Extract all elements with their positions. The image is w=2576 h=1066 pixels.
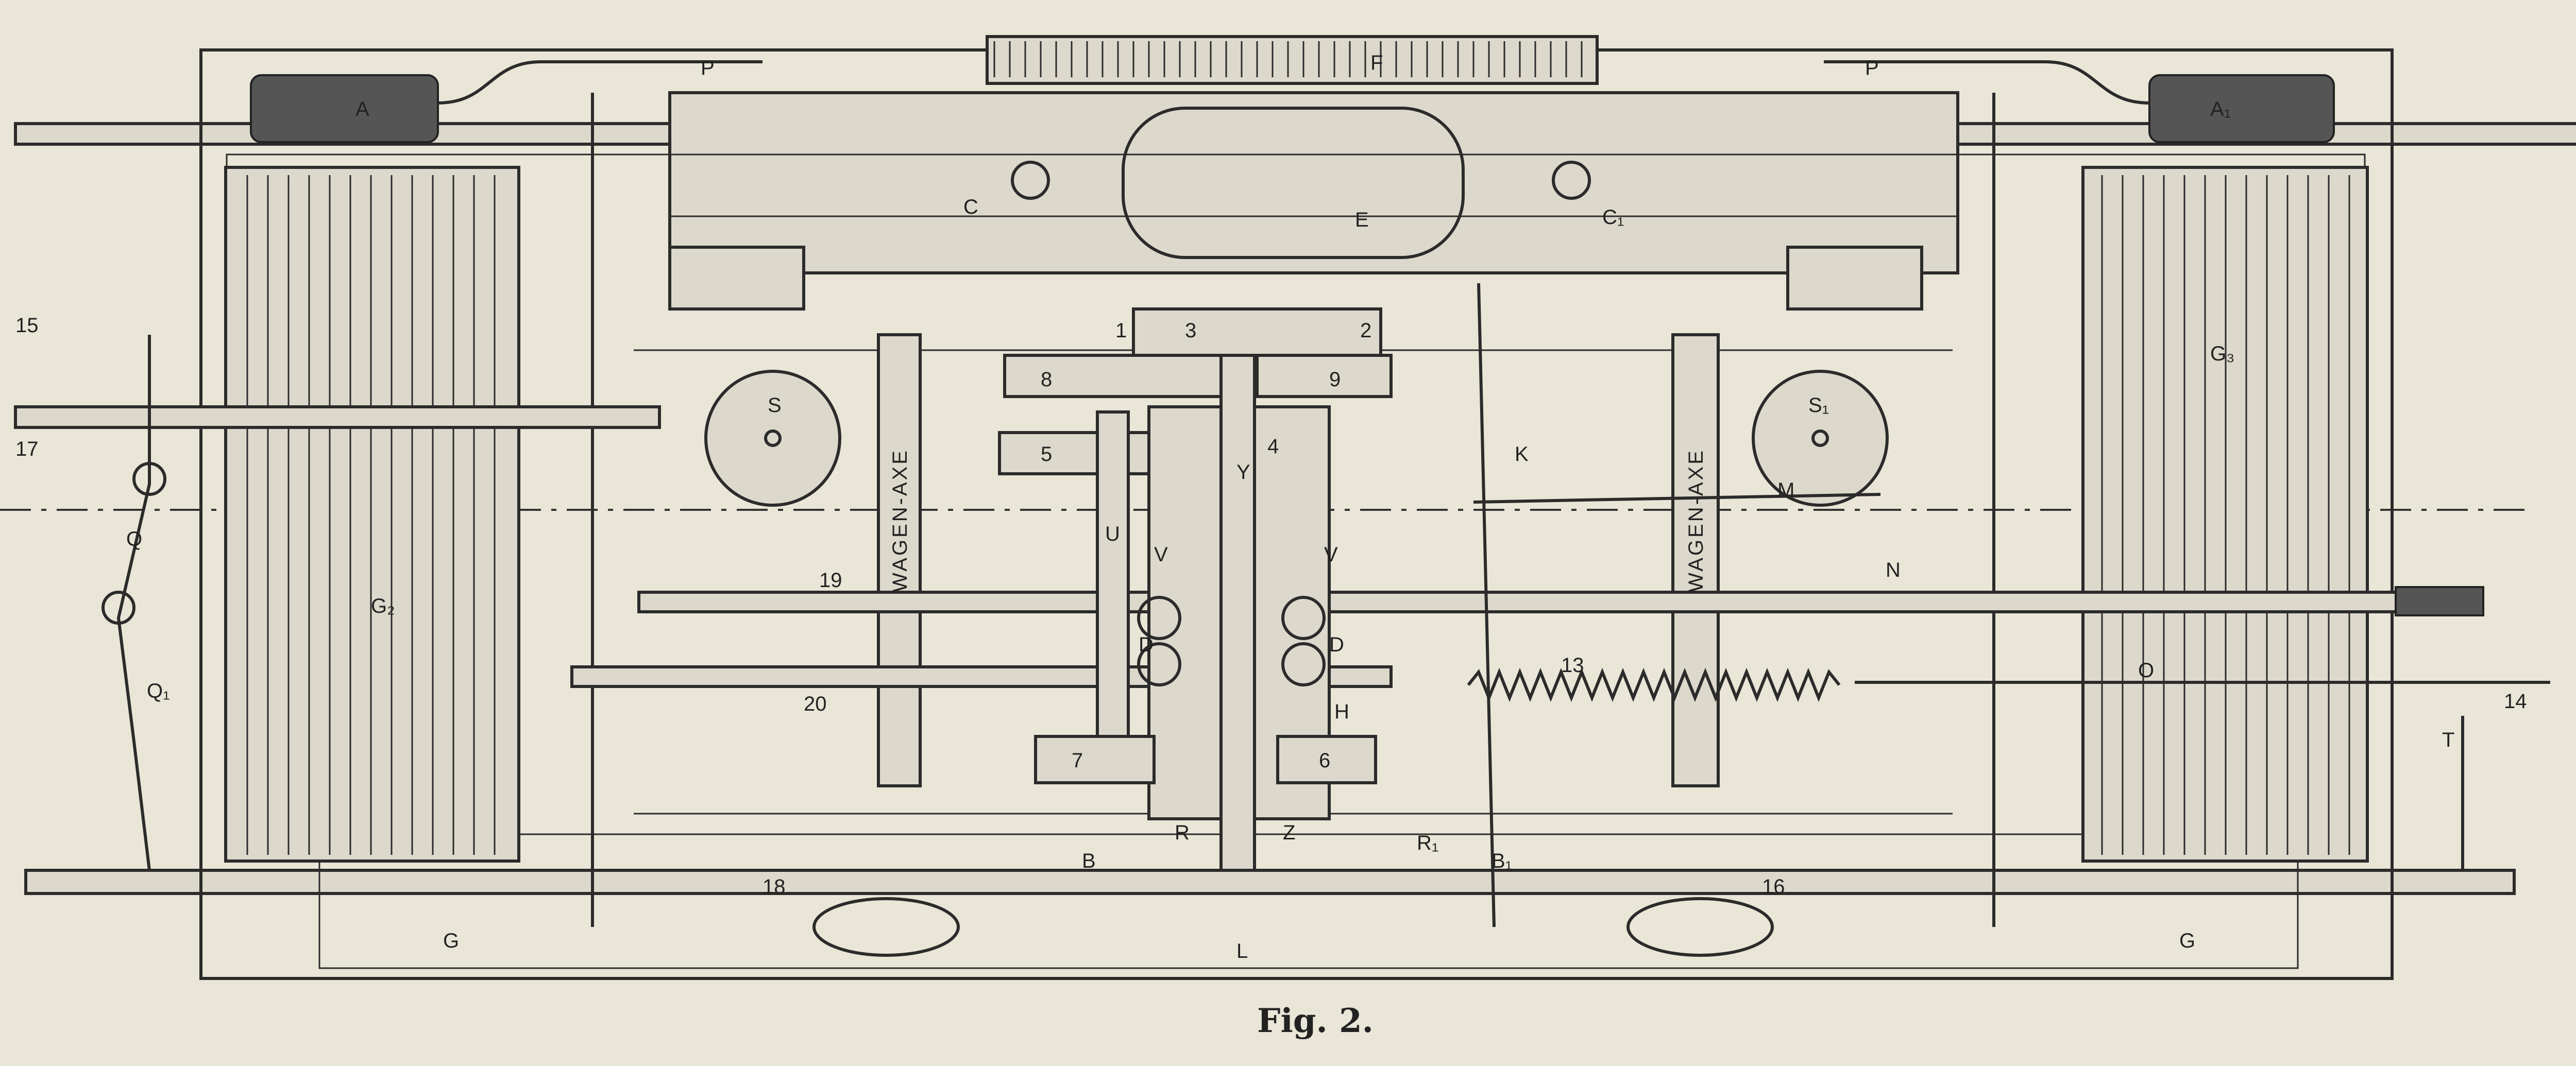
label-v-left: V <box>1154 543 1168 566</box>
wheels-s <box>704 370 1889 507</box>
label-d-left: D <box>1139 633 1154 656</box>
part-labels: A A₁ F P P C C₁ E S S₁ G₂ G₃ G G K M N O… <box>15 51 2527 962</box>
label-l: L <box>1236 940 1248 962</box>
label-6: 6 <box>1319 749 1330 772</box>
label-wagen-axe-right: WAGEN-AXE <box>1685 449 1707 592</box>
label-4: 4 <box>1267 435 1279 458</box>
label-o: O <box>2138 659 2154 682</box>
label-7: 7 <box>1072 749 1083 772</box>
wagon-axles <box>877 333 1720 787</box>
label-15: 15 <box>15 314 39 337</box>
label-2: 2 <box>1360 319 1371 342</box>
label-d-right: D <box>1329 633 1344 656</box>
label-20: 20 <box>804 693 827 715</box>
linkages <box>101 283 2464 927</box>
label-g2: G₂ <box>371 595 395 617</box>
label-14: 14 <box>2504 690 2527 713</box>
label-n: N <box>1886 559 1901 581</box>
label-13: 13 <box>1561 654 1584 677</box>
label-b: B <box>1082 850 1096 872</box>
upper-mechanism <box>668 91 1959 311</box>
label-b1: B₁ <box>1492 850 1512 872</box>
label-p-left: P <box>701 57 715 79</box>
label-e: E <box>1355 209 1369 231</box>
label-8: 8 <box>1041 368 1052 391</box>
label-wagen-axe-left: WAGEN-AXE <box>889 449 911 592</box>
label-z: Z <box>1283 821 1295 844</box>
label-a: A <box>355 98 369 121</box>
cylinders <box>250 60 2335 143</box>
label-g3: G₃ <box>2210 342 2234 365</box>
label-a1: A₁ <box>2210 98 2231 121</box>
label-r1: R₁ <box>1417 832 1438 854</box>
label-s: S <box>768 394 782 417</box>
label-k: K <box>1515 443 1529 466</box>
shafts <box>14 405 2550 702</box>
label-9: 9 <box>1329 368 1341 391</box>
label-c1: C₁ <box>1602 206 1624 229</box>
label-f: F <box>1370 51 1383 74</box>
label-p-right: P <box>1865 57 1879 79</box>
label-s1: S₁ <box>1808 394 1829 417</box>
label-g-right: G <box>2179 930 2195 952</box>
label-16: 16 <box>1762 875 1785 898</box>
label-5: 5 <box>1041 443 1052 466</box>
label-r: R <box>1175 821 1190 844</box>
label-3: 3 <box>1185 319 1196 342</box>
gear-f <box>986 35 1599 85</box>
label-y: Y <box>1236 461 1250 484</box>
label-h: H <box>1334 700 1349 723</box>
drum-g2 <box>224 166 520 863</box>
label-q1: Q₁ <box>147 680 170 702</box>
label-19: 19 <box>819 569 842 592</box>
label-q: Q <box>126 528 142 551</box>
label-g-left: G <box>443 930 459 952</box>
gear-train <box>998 307 1393 872</box>
label-17: 17 <box>15 438 39 460</box>
label-t: T <box>2442 729 2454 751</box>
label-m: M <box>1777 479 1794 502</box>
label-v-right: V <box>1324 543 1338 566</box>
drum-g3 <box>2081 166 2369 863</box>
figure-caption: Fig. 2. <box>1257 1002 1374 1040</box>
label-c: C <box>963 196 978 218</box>
label-18: 18 <box>762 875 786 898</box>
label-1: 1 <box>1115 319 1127 342</box>
label-u: U <box>1105 523 1120 545</box>
